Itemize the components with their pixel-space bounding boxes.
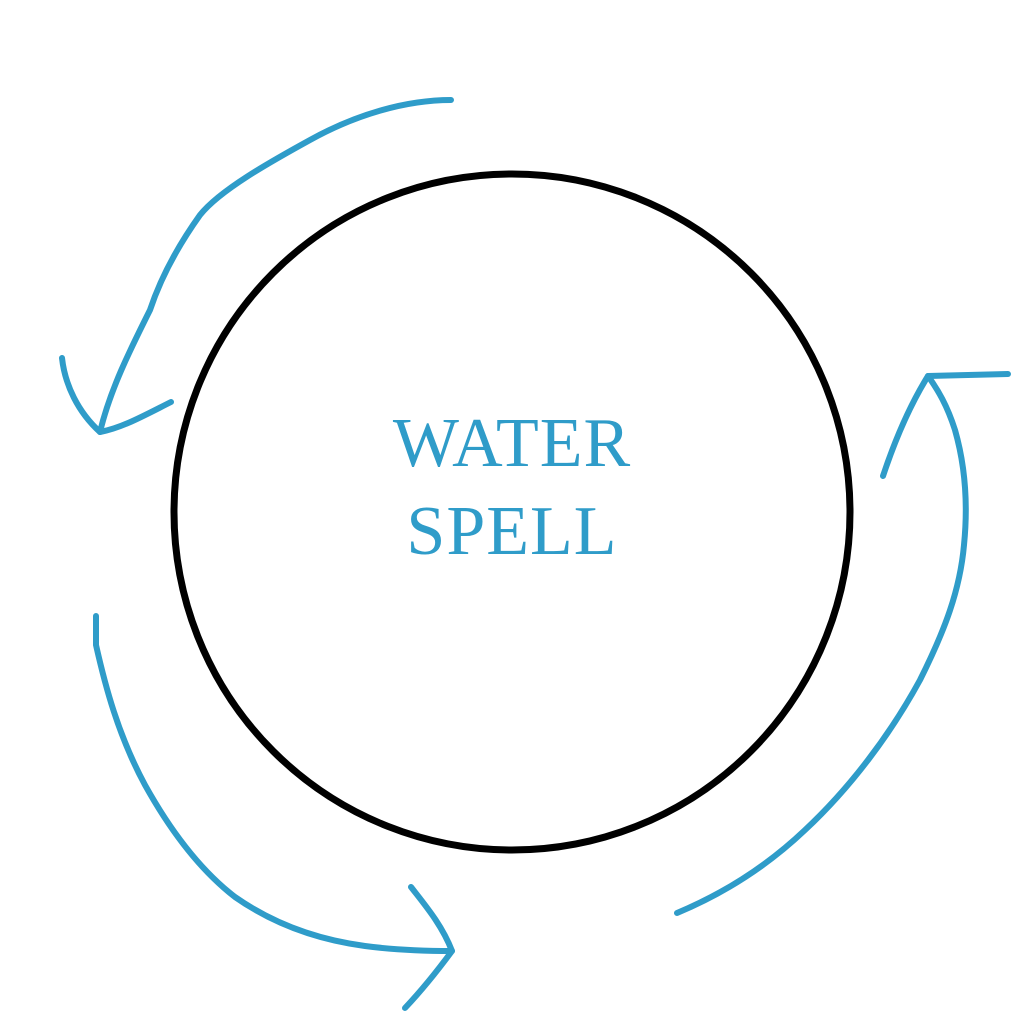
spell-title-line-2: SPELL — [406, 493, 618, 570]
right-arrow-head — [880, 371, 1011, 479]
bottom-left-arrow-head — [402, 884, 455, 1011]
spell-title: WATER SPELL — [312, 400, 712, 576]
central-circle — [170, 170, 854, 854]
bottom-left-arrow — [93, 613, 455, 1011]
top-left-arrow — [59, 97, 454, 435]
spell-title-line-1: WATER — [392, 405, 632, 482]
right-arrow-shaft — [674, 373, 969, 916]
right-arrow — [674, 371, 1011, 916]
bottom-left-arrow-shaft — [93, 613, 455, 954]
top-left-arrow-shaft — [97, 97, 454, 435]
top-left-arrow-head — [59, 355, 174, 435]
